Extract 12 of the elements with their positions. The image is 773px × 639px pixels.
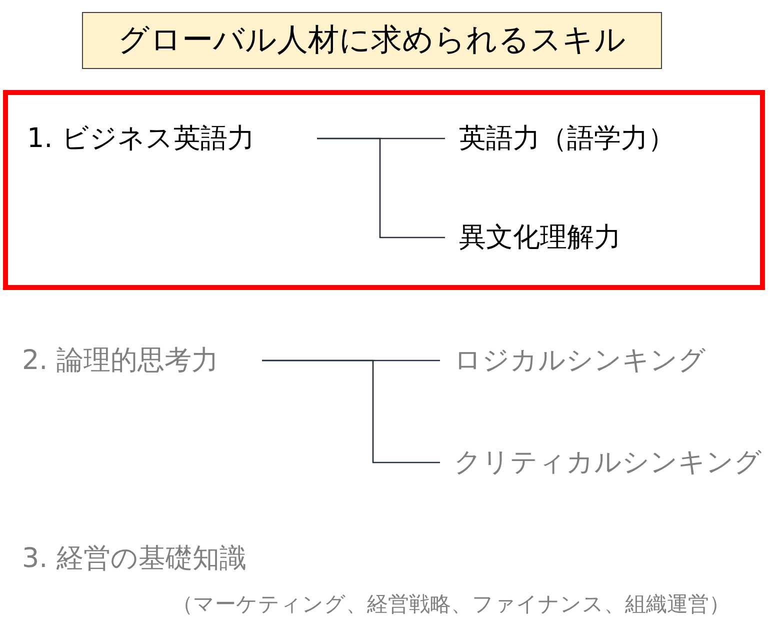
- item-label: ロジカルシンキング: [453, 344, 707, 378]
- highlight-frame: [3, 90, 765, 290]
- item-label: 3. 経営の基礎知識: [22, 542, 248, 576]
- connector-line: [317, 138, 445, 238]
- item-label: 2. 論理的思考力: [22, 344, 220, 378]
- note-text: （マーケティング、経営戦略、ファイナンス、組織運営）: [172, 591, 730, 618]
- item-label: クリティカルシンキング: [453, 446, 760, 480]
- item-label: 異文化理解力: [458, 221, 622, 255]
- item-label: 1. ビジネス英語力: [27, 122, 256, 156]
- title-box: グローバル人材に求められるスキル: [82, 12, 662, 69]
- connector-line: [262, 360, 440, 464]
- item-label: 英語力（語学力）: [458, 122, 676, 156]
